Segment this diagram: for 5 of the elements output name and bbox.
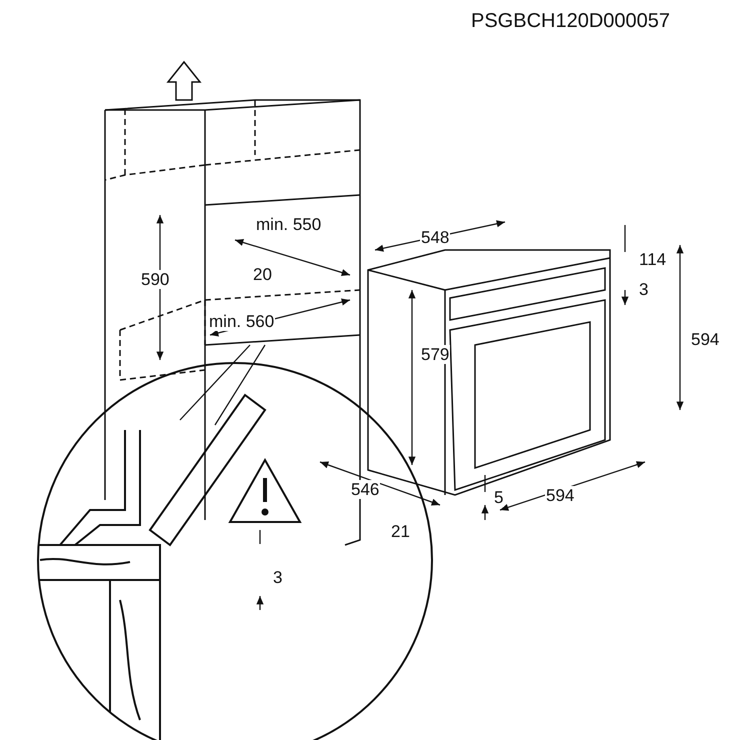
dimension-label: 590 — [140, 270, 170, 289]
dimension-label: 5 — [493, 488, 504, 507]
dimension-label: 546 — [350, 480, 380, 499]
dimension-label: min. 560 — [208, 312, 276, 331]
dimension-label: 579 — [420, 345, 450, 364]
